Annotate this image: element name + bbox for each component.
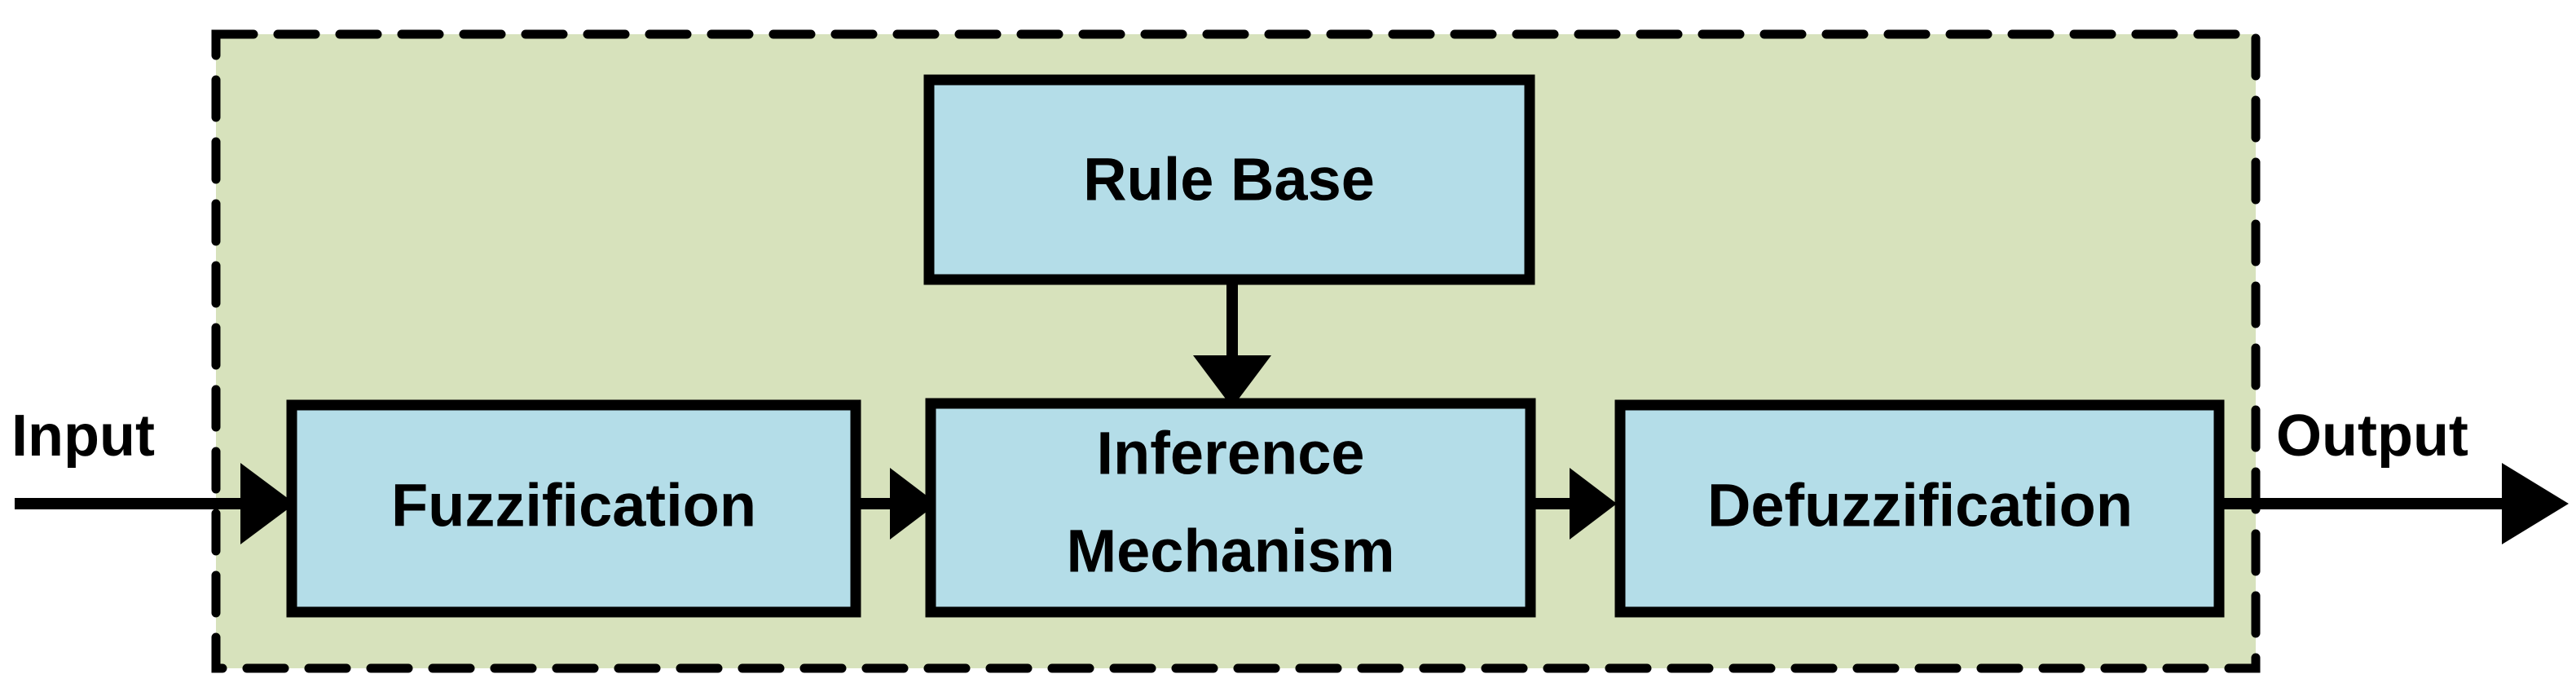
inference-mechanism-label-line2: Mechanism	[1066, 518, 1394, 585]
connector-rulebase-to-inference	[1193, 277, 1271, 407]
node-inference-mechanism[interactable]: Inference Mechanism	[925, 398, 1536, 618]
node-rule-base[interactable]: Rule Base	[923, 74, 1535, 285]
fuzzification-box[interactable]	[286, 399, 861, 618]
connector-input-to-fuzzification	[15, 463, 295, 544]
connector-inference-to-defuzzification	[1530, 468, 1617, 540]
defuzzification-box[interactable]	[1614, 399, 2225, 618]
rule-base-label: Rule Base	[1083, 146, 1375, 214]
input-label: Input	[11, 403, 155, 469]
output-label: Output	[2276, 403, 2468, 469]
rule-base-box[interactable]	[923, 74, 1535, 285]
fuzzification-label: Fuzzification	[391, 472, 756, 540]
inference-mechanism-label-line1: Inference	[1096, 420, 1364, 487]
node-fuzzification[interactable]: Fuzzification	[286, 399, 861, 618]
node-defuzzification[interactable]: Defuzzification	[1614, 399, 2225, 618]
defuzzification-label: Defuzzification	[1707, 472, 2133, 540]
connector-defuzzification-to-output	[2219, 463, 2569, 544]
connector-fuzzification-to-inference	[856, 468, 937, 540]
inference-mechanism-box[interactable]	[925, 398, 1536, 618]
